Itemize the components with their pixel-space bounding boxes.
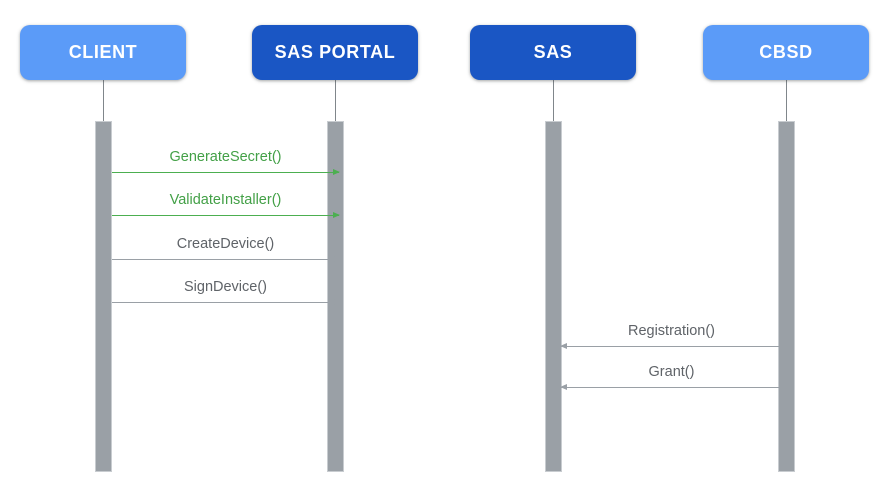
arrow-head-left-icon-grant — [560, 383, 567, 390]
lifeline-client — [103, 80, 104, 121]
activation-bar-cbsd — [778, 121, 795, 472]
message-label-validate-installer: ValidateInstaller() — [169, 192, 282, 208]
arrow-head-right-icon-sign-device — [333, 298, 340, 305]
message-line-sign-device — [112, 302, 339, 303]
participant-label-sas: SAS — [533, 42, 573, 62]
message-label-registration: Registration() — [627, 323, 716, 339]
arrow-head-right-icon-generate-secret — [333, 168, 340, 175]
message-label-grant: Grant() — [648, 364, 695, 380]
message-line-validate-installer — [112, 215, 339, 216]
lifeline-sas — [553, 80, 554, 121]
lifeline-cbsd — [786, 80, 787, 121]
activation-bar-sas — [545, 121, 562, 472]
message-line-grant — [561, 387, 782, 388]
participant-box-cbsd[interactable]: CBSD — [703, 25, 869, 80]
participant-box-sas-portal[interactable]: SAS PORTAL — [252, 25, 418, 80]
arrow-head-right-icon-validate-installer — [333, 211, 340, 218]
participant-label-cbsd: CBSD — [759, 42, 813, 62]
message-label-sign-device: SignDevice() — [184, 279, 267, 295]
arrow-head-left-icon-registration — [560, 342, 567, 349]
activation-bar-sas-portal — [327, 121, 344, 472]
activation-bar-client — [95, 121, 112, 472]
message-line-registration — [561, 346, 782, 347]
message-label-create-device: CreateDevice() — [176, 236, 275, 252]
participant-label-sas-portal: SAS PORTAL — [274, 42, 396, 62]
participant-label-client: CLIENT — [68, 42, 138, 62]
message-line-generate-secret — [112, 172, 339, 173]
participant-box-client[interactable]: CLIENT — [20, 25, 186, 80]
arrow-head-right-icon-create-device — [333, 255, 340, 262]
lifeline-sas-portal — [335, 80, 336, 121]
participant-box-sas[interactable]: SAS — [470, 25, 636, 80]
message-label-generate-secret: GenerateSecret() — [169, 149, 282, 165]
message-line-create-device — [112, 259, 339, 260]
